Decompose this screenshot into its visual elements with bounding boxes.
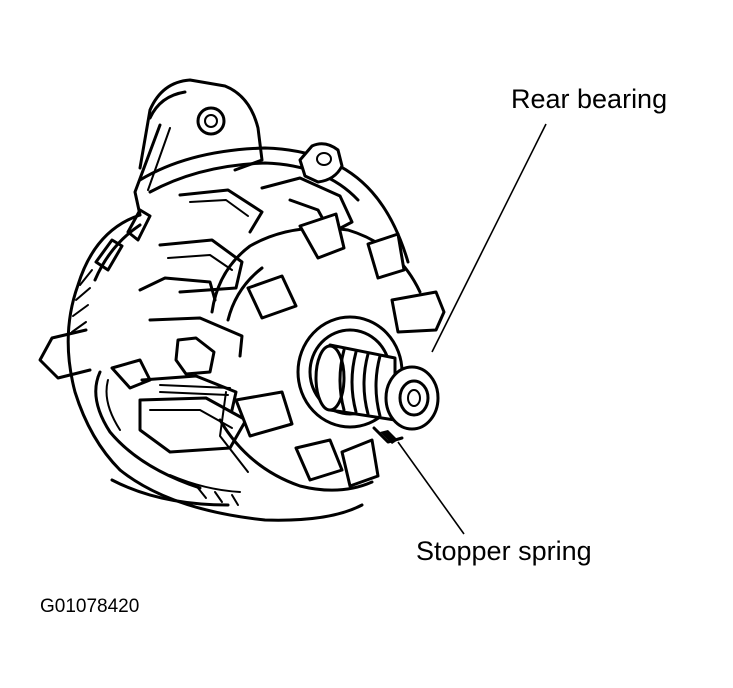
stopper-spring-label: Stopper spring	[416, 536, 592, 566]
inner-brackets	[110, 238, 248, 454]
top-lug	[178, 142, 354, 242]
stopper-spring	[372, 426, 404, 444]
radial-ribs	[219, 212, 446, 488]
rear-bearing-label: Rear bearing	[511, 84, 668, 114]
leader-line-stopper-spring	[397, 441, 465, 535]
housing-vent-slots	[71, 208, 152, 333]
mounting-ear	[133, 78, 264, 217]
leader-line-rear-bearing	[431, 123, 547, 353]
figure-code: G01078420	[40, 596, 140, 617]
rotor-shaft-and-rear-bearing	[314, 343, 440, 431]
housing-shell	[38, 146, 410, 522]
